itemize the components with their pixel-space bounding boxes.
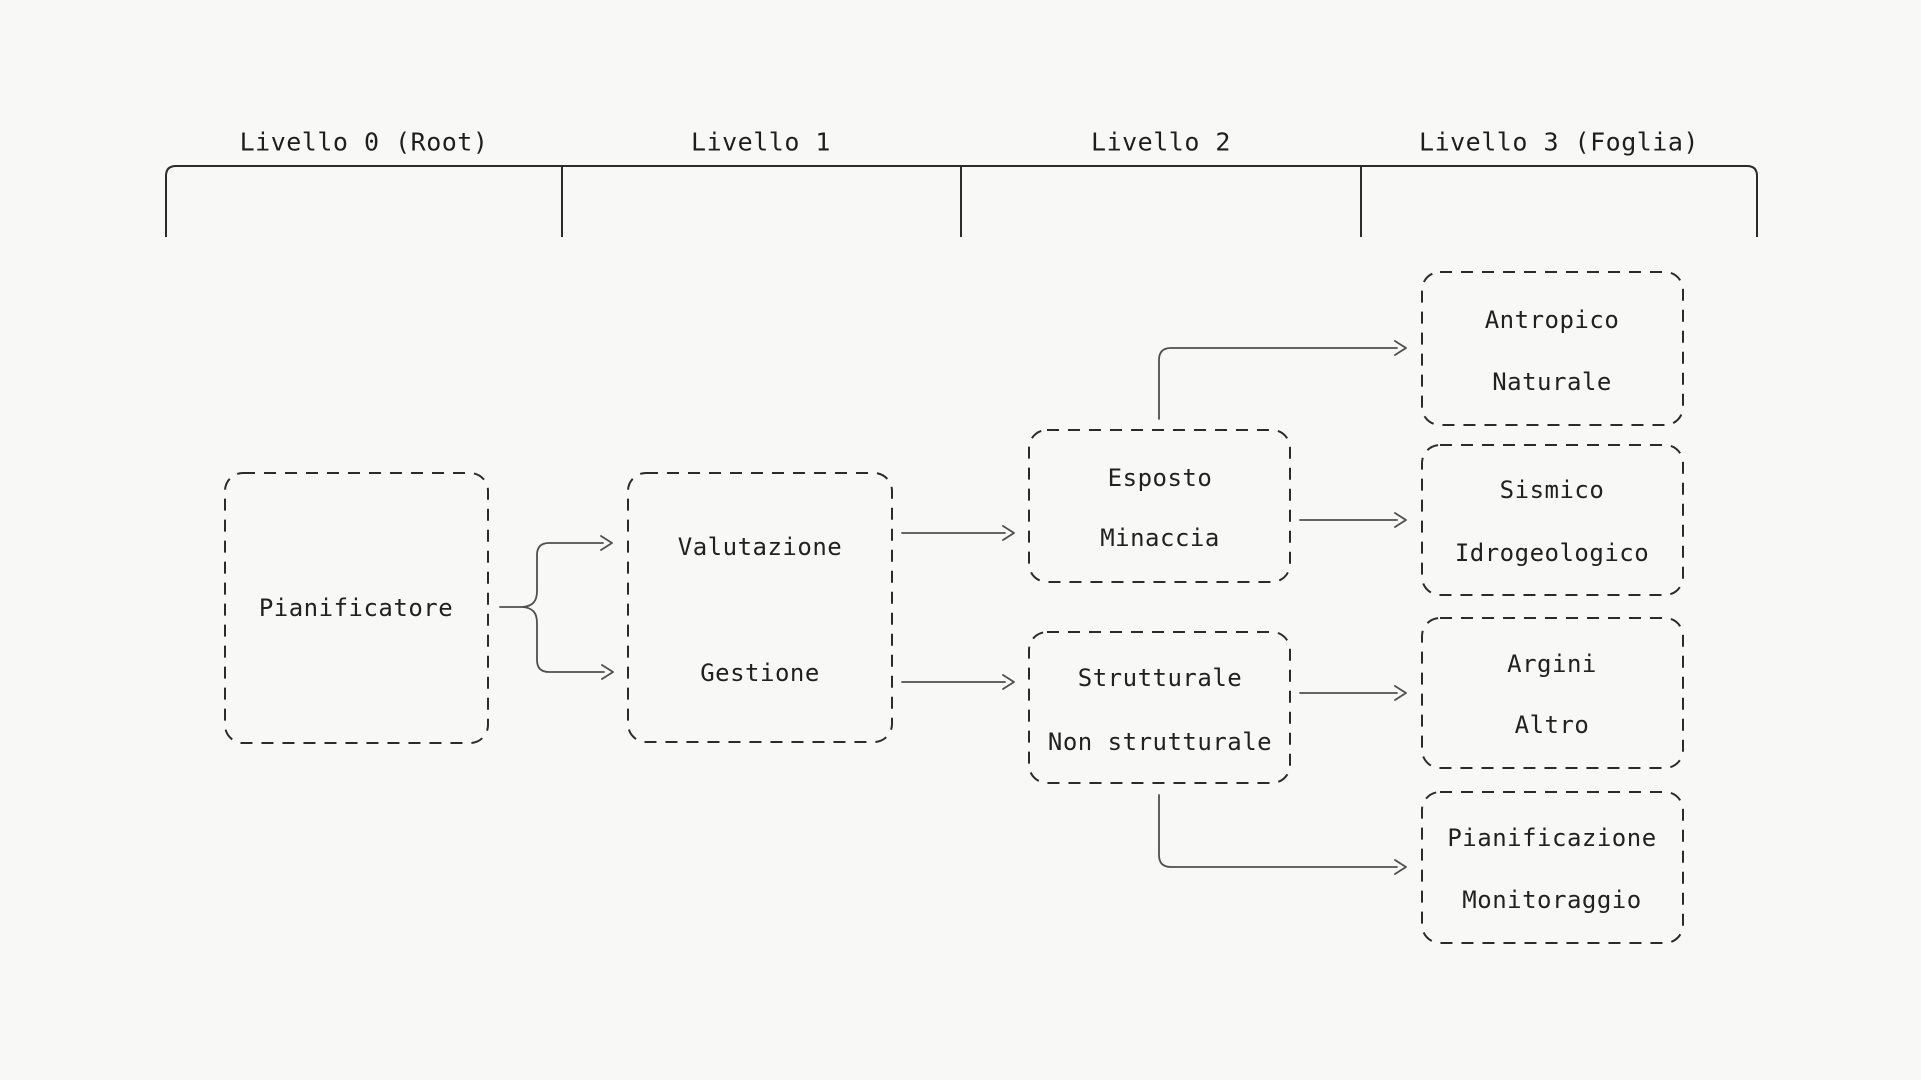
level-label-0: Livello 0 (Root) [239, 127, 489, 157]
node-argini-altro-outline [1421, 617, 1684, 769]
edge-strutturale-to-argini-altro [1299, 685, 1407, 701]
edge-valutazione-to-esposto-minaccia [901, 525, 1015, 541]
edge-pianificatore-to-valutazione [499, 535, 613, 608]
node-sismico-label: Sismico [1499, 476, 1605, 504]
node-minaccia-label: Minaccia [1100, 524, 1220, 552]
levels-ruler [165, 165, 1758, 237]
node-non-strutturale-label: Non strutturale [1047, 728, 1273, 756]
node-esposto-label: Esposto [1107, 464, 1213, 492]
edge-gestione-to-strutturale [901, 674, 1015, 690]
node-esposto-minaccia [1029, 430, 1290, 582]
node-strutturale-non-strutturale [1029, 632, 1290, 783]
node-gestione-label: Gestione [700, 659, 820, 687]
arrowhead-gestione [601, 664, 614, 680]
arrowhead-pianificazione-monitoraggio [1394, 859, 1407, 875]
arrowhead-antropico-naturale [1394, 340, 1407, 356]
node-argini-altro [1422, 618, 1683, 768]
node-pianificazione-label: Pianificazione [1447, 824, 1657, 852]
node-pianificazione-monitoraggio-outline [1421, 791, 1684, 944]
level-label-1: Livello 1 [691, 127, 831, 157]
node-esposto-minaccia-outline [1028, 429, 1291, 583]
node-naturale-label: Naturale [1492, 368, 1612, 396]
node-sismico-idrogeologico [1422, 445, 1683, 595]
edge-strutturale-to-pianificazione-monitoraggio [1158, 794, 1407, 875]
node-antropico-naturale-outline [1421, 271, 1684, 426]
node-argini-label: Argini [1507, 650, 1597, 678]
arrowhead-strutturale [1002, 674, 1015, 690]
node-pianificatore-label: Pianificatore [258, 594, 454, 622]
arrowhead-valutazione [600, 535, 613, 551]
node-valutazione-gestione [628, 473, 892, 742]
node-pianificatore-outline [224, 472, 489, 744]
arrowhead-sismico-idrogeologico [1394, 512, 1407, 528]
node-strutturale-non-strutturale-outline [1028, 631, 1291, 784]
node-antropico-naturale [1422, 272, 1683, 425]
edge-esposto-to-sismico-idrogeologico [1299, 512, 1407, 528]
level-label-3: Livello 3 (Foglia) [1419, 127, 1699, 157]
edge-pianificatore-to-gestione [522, 606, 614, 680]
node-sismico-idrogeologico-outline [1421, 444, 1684, 596]
node-valutazione-label: Valutazione [677, 533, 843, 561]
node-altro-label: Altro [1514, 711, 1590, 739]
node-valutazione-gestione-outline [627, 472, 893, 743]
node-antropico-label: Antropico [1484, 306, 1620, 334]
arrowhead-esposto-minaccia [1002, 525, 1015, 541]
node-strutturale-label: Strutturale [1077, 664, 1243, 692]
level-label-2: Livello 2 [1091, 127, 1231, 157]
node-idrogeologico-label: Idrogeologico [1454, 539, 1650, 567]
edge-esposto-to-antropico-naturale [1158, 340, 1407, 420]
node-monitoraggio-label: Monitoraggio [1462, 886, 1642, 914]
node-pianificazione-monitoraggio [1422, 792, 1683, 943]
arrowhead-argini-altro [1394, 685, 1407, 701]
